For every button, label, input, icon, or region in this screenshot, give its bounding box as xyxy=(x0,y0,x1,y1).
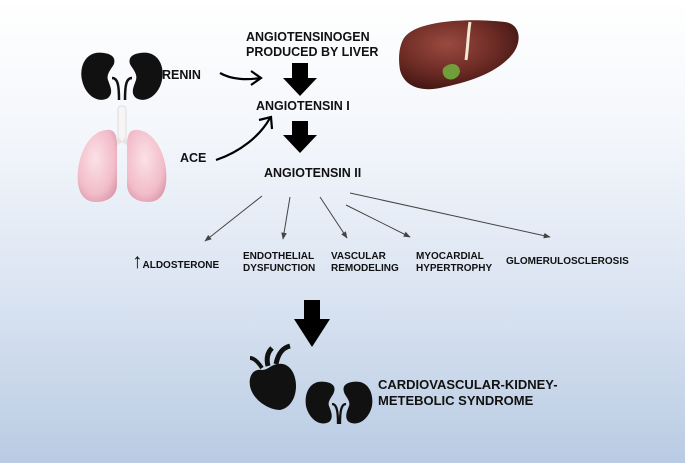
angiotensin1-label: ANGIOTENSIN I xyxy=(256,99,350,113)
aldosterone-text: ALDOSTERONE xyxy=(142,260,220,271)
endothelial-line2: DYSFUNCTION xyxy=(243,263,316,274)
effect-endothelial: ENDOTHELIAL DYSFUNCTION xyxy=(243,251,315,275)
liver-icon xyxy=(399,20,519,90)
vascular-line2: REMODELING xyxy=(331,263,399,274)
syndrome-line2: METEBOLIC SYNDROME xyxy=(378,392,534,408)
kidneys-icon xyxy=(81,52,163,101)
renin-label: RENIN xyxy=(162,68,201,82)
effect-glomerulo: GLOMERULOSCLEROSIS xyxy=(506,256,629,267)
arrow-to-aldosterone xyxy=(204,195,263,242)
lungs-icon xyxy=(77,105,167,202)
arrow-angiotensin1-to-angiotensin2 xyxy=(283,121,317,153)
arrow-to-endothelial xyxy=(281,196,291,240)
angiotensinogen-line1: ANGIOTENSINOGEN xyxy=(246,30,370,44)
effect-arrows xyxy=(204,192,551,242)
kidneys-icon-bottom xyxy=(305,381,373,425)
angiotensinogen-label: ANGIOTENSINOGEN PRODUCED BY LIVER xyxy=(246,30,378,60)
angiotensinogen-line2: PRODUCED BY LIVER xyxy=(246,45,379,59)
syndrome-label: CARDIOVASCULAR-KIDNEY- METEBOLIC SYNDROM… xyxy=(378,377,558,408)
arrow-renin xyxy=(219,70,263,86)
heart-icon xyxy=(249,343,296,410)
myocardial-line2: HYPERTROPHY xyxy=(416,263,493,274)
effect-vascular: VASCULAR REMODELING xyxy=(331,251,399,275)
effect-aldosterone: ↑ALDOSTERONE xyxy=(132,251,219,272)
arrow-effects-to-syndrome xyxy=(294,300,330,347)
endothelial-line1: ENDOTHELIAL xyxy=(243,251,315,262)
effect-myocardial: MYOCARDIAL HYPERTROPHY xyxy=(416,251,492,275)
vascular-line1: VASCULAR xyxy=(331,251,386,262)
arrow-to-vascular xyxy=(319,196,348,239)
angiotensin2-label: ANGIOTENSIN II xyxy=(264,166,362,180)
arrow-ace xyxy=(215,115,274,162)
increase-arrow-icon: ↑ xyxy=(132,250,143,273)
syndrome-line1: CARDIOVASCULAR-KIDNEY- xyxy=(378,377,558,392)
ace-label: ACE xyxy=(180,151,207,165)
arrow-to-myocardial xyxy=(345,204,411,238)
arrow-to-glomerulo xyxy=(349,192,551,239)
arrow-angiotensinogen-to-angiotensin1 xyxy=(283,63,317,96)
myocardial-line1: MYOCARDIAL xyxy=(416,251,484,262)
